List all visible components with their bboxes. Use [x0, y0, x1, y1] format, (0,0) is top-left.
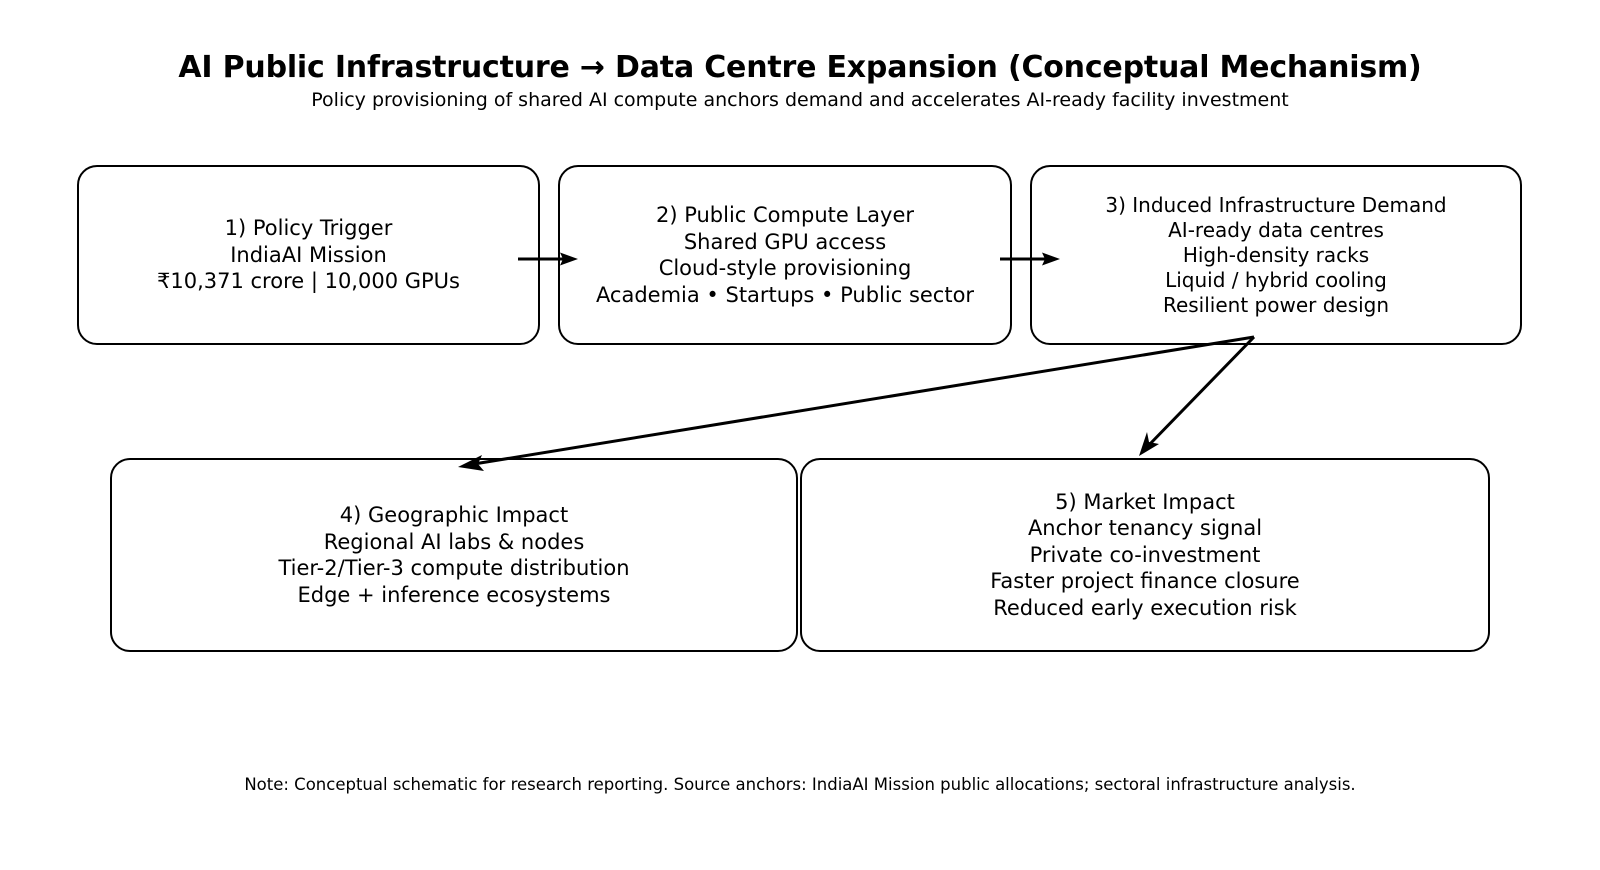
node1-line-1: 1) Policy Trigger [224, 216, 393, 241]
node3-line-3: High-density racks [1182, 242, 1370, 267]
node5-line-2: Anchor tenancy signal [1027, 516, 1263, 541]
node3-line-2: AI-ready data centres [1168, 217, 1384, 242]
flow-node-geographic-impact[interactable]: 4) Geographic Impact Regional AI labs & … [110, 458, 798, 652]
node4-line-3: Tier-2/Tier-3 compute distribution [278, 556, 630, 580]
node4-line-1: 4) Geographic Impact [339, 503, 569, 527]
node5-line-1: 5) Market Impact [1055, 489, 1235, 514]
arrow-demand-to-geographic-icon [458, 335, 1255, 471]
node4-line-2: Regional AI labs & nodes [323, 529, 585, 554]
flow-node-induced-infrastructure-demand[interactable]: 3) Induced Infrastructure Demand AI-read… [1030, 165, 1522, 345]
flow-node-policy-trigger[interactable]: 1) Policy Trigger IndiaAI Mission ₹10,37… [77, 165, 540, 345]
node2-line-4: Academia • Startups • Public sector [595, 282, 975, 307]
node2-line-1: 2) Public Compute Layer [655, 203, 915, 227]
page-title: AI Public Infrastructure → Data Centre E… [178, 50, 1422, 85]
node5-line-3: Private co-investment [1029, 542, 1261, 567]
node5-line-5: Reduced early execution risk [993, 595, 1297, 620]
node3-line-5: Resilient power design [1162, 292, 1390, 317]
node2-line-3: Cloud-style provisioning [658, 256, 912, 280]
footer-note: Note: Conceptual schematic for research … [244, 775, 1356, 794]
page-subtitle: Policy provisioning of shared AI compute… [311, 89, 1289, 111]
node3-line-4: Liquid / hybrid cooling [1165, 267, 1387, 292]
node1-line-2: IndiaAI Mission [230, 242, 387, 267]
node5-line-4: Faster project finance closure [990, 569, 1300, 594]
arrow-demand-to-market-icon [1139, 335, 1256, 456]
flow-node-market-impact[interactable]: 5) Market Impact Anchor tenancy signal P… [800, 458, 1490, 652]
node2-line-2: Shared GPU access [683, 229, 887, 254]
node4-line-4: Edge + inference ecosystems [297, 582, 611, 607]
node1-line-3: ₹10,371 crore | 10,000 GPUs [156, 269, 460, 294]
node3-line-1: 3) Induced Infrastructure Demand [1105, 192, 1447, 217]
flow-node-public-compute-layer[interactable]: 2) Public Compute Layer Shared GPU acces… [558, 165, 1012, 345]
